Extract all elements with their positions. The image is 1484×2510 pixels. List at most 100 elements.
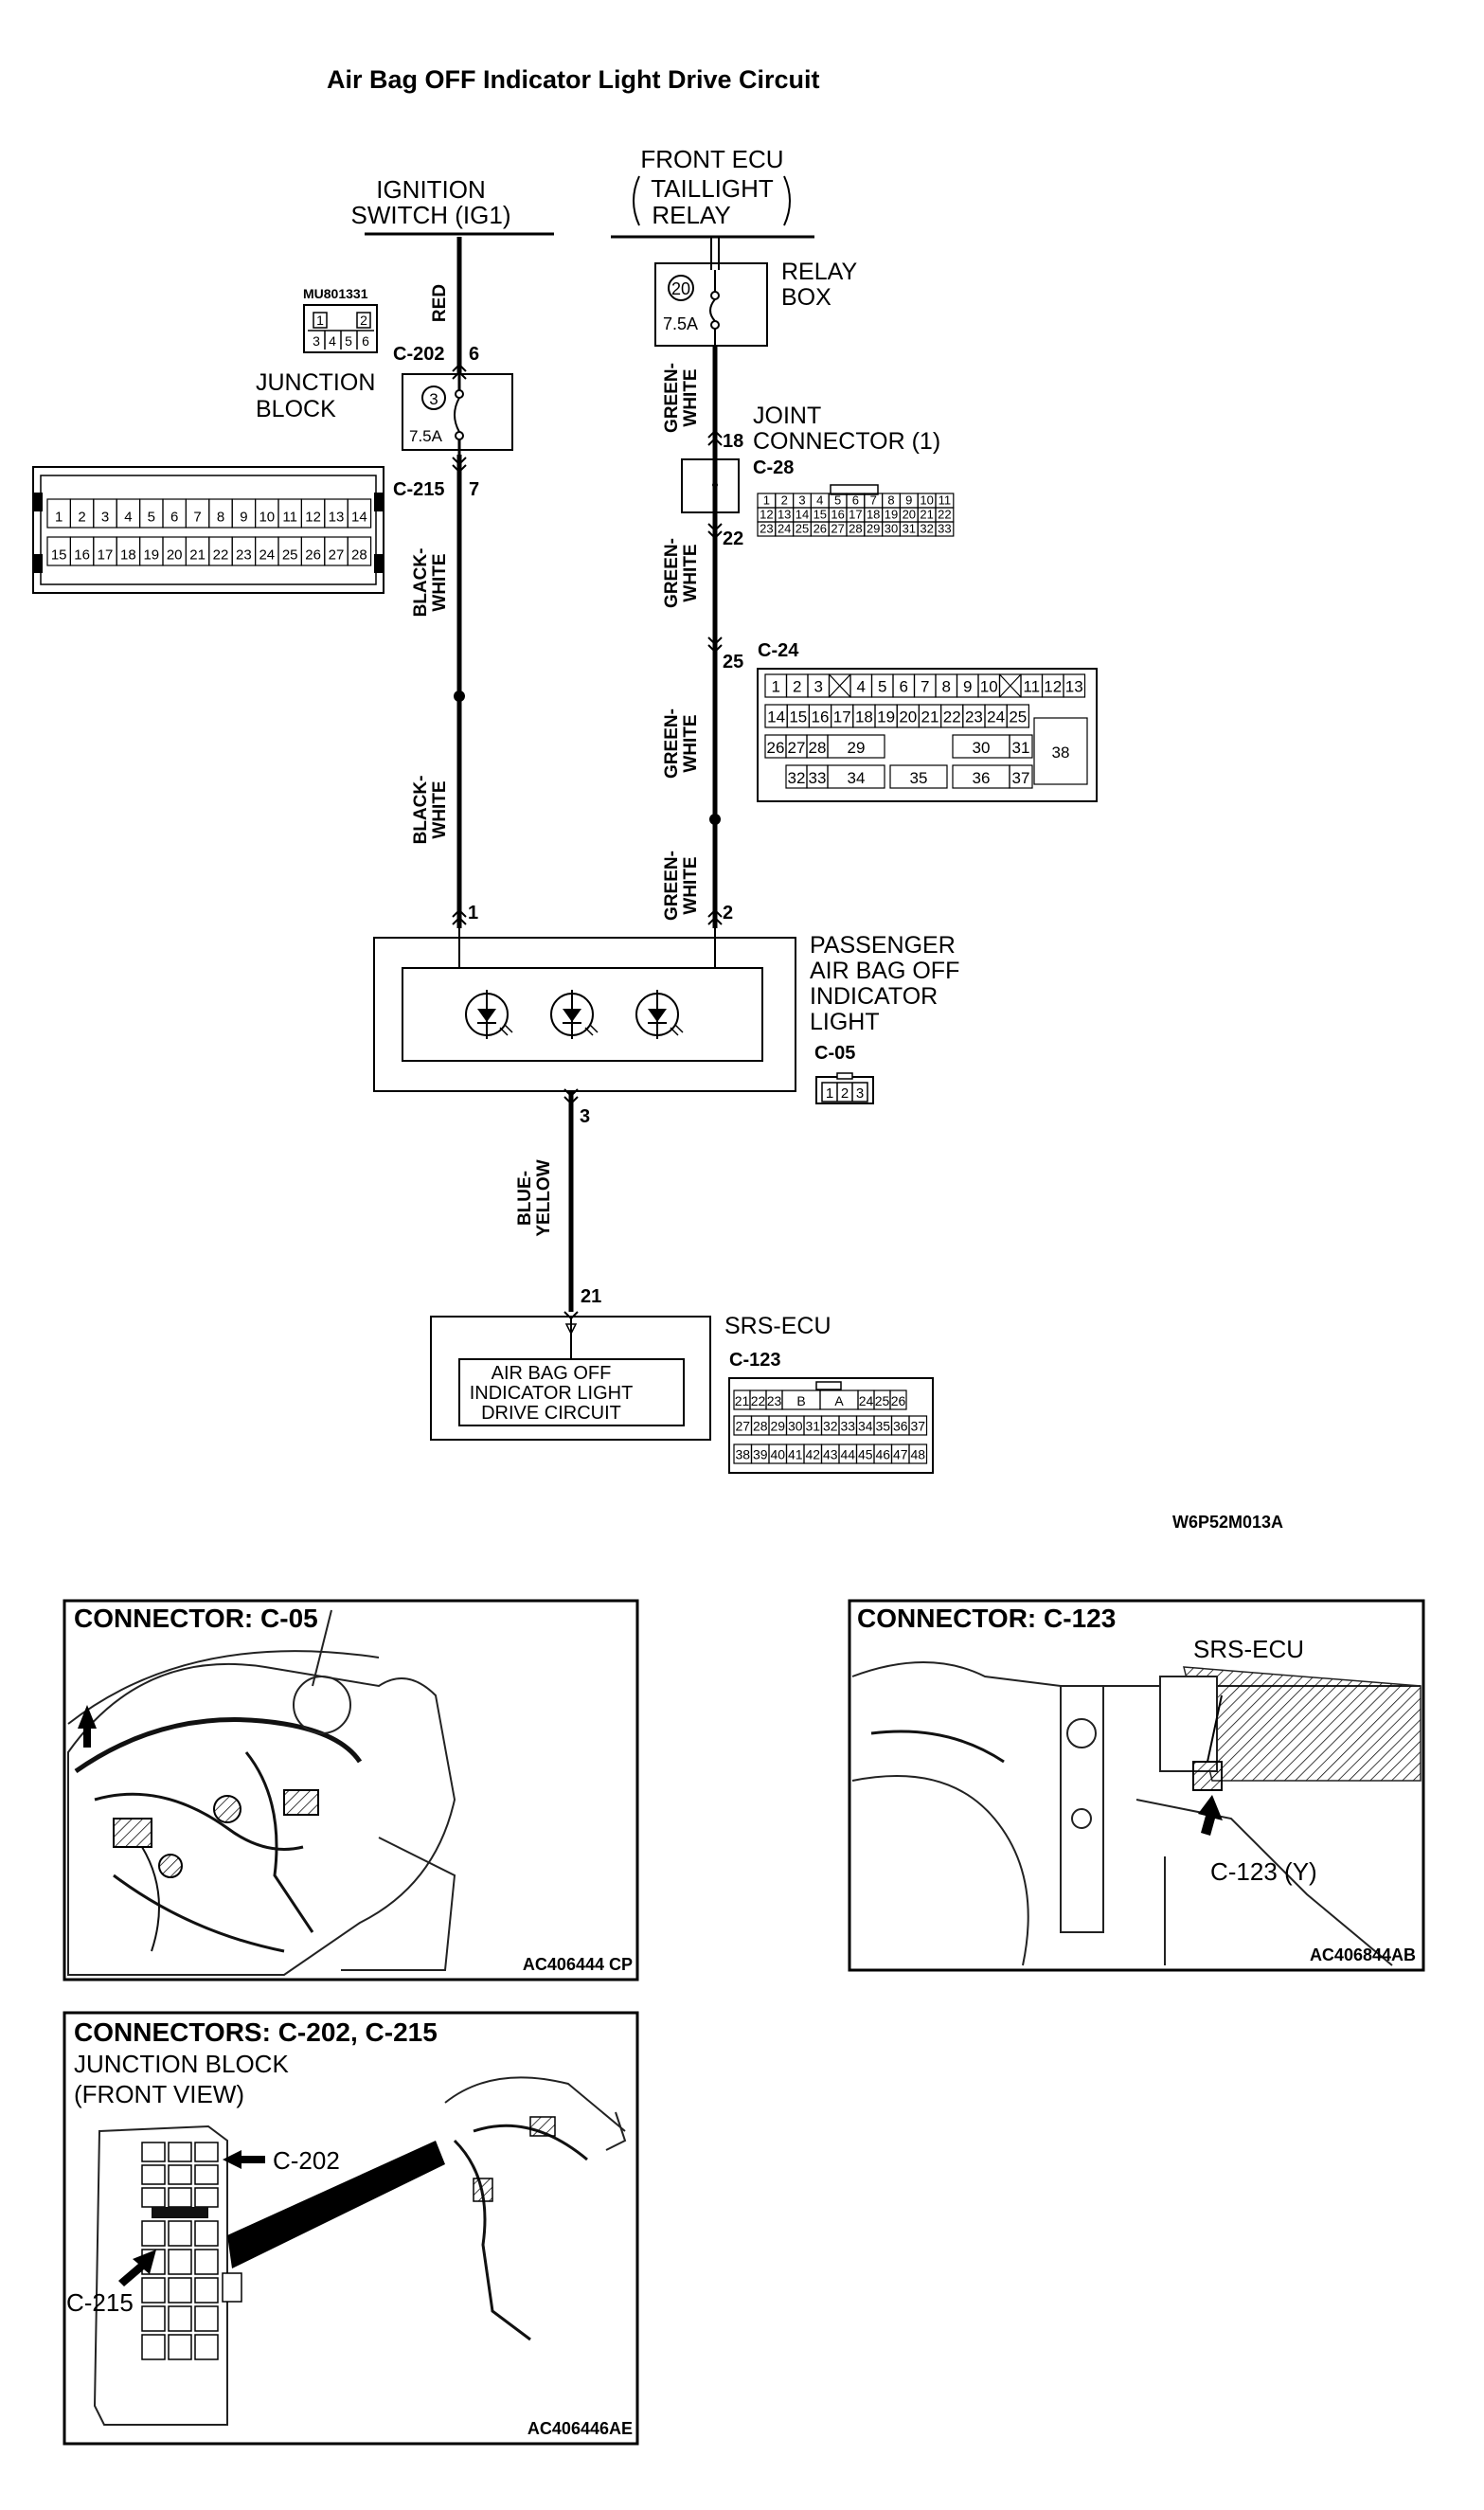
diagram-title: Air Bag OFF Indicator Light Drive Circui… [327,65,820,94]
srs-ecu-label: SRS-ECU [724,1313,831,1339]
c24-pin: 2 [793,678,801,696]
c24-pin: 35 [910,769,928,787]
svg-text:BLACK-: BLACK- [411,776,431,845]
panel3-c215-label: C-215 [66,2288,134,2317]
svg-text:1: 1 [826,1085,833,1102]
c28-pin: 13 [778,508,791,522]
c28-pin: 20 [903,508,916,522]
panel1-title: CONNECTOR: C-05 [74,1604,318,1633]
svg-text:WHITE: WHITE [430,553,450,611]
junction-block: 3 7.5A JUNCTION BLOCK [256,369,513,455]
pl-label-4: LIGHT [810,1009,880,1035]
c123-id: C-123 [729,1350,780,1371]
c24-pin: 22 [943,708,961,726]
c215-pin: 15 [51,547,67,563]
photo-panel-junction: CONNECTORS: C-202, C-215 JUNCTION BLOCK … [63,2011,639,2446]
panel2-arrow-icon [1198,1795,1223,1836]
c28-pin: 27 [831,522,844,536]
c24-pin: 4 [857,678,866,696]
svg-text:6: 6 [362,333,369,349]
pl-label-1: PASSENGER [810,932,956,959]
c05-id: C-05 [814,1043,855,1064]
c24-pin: 27 [788,739,806,757]
c123-pin: 24 [859,1393,874,1408]
wire-black-white-2: BLACK- WHITE [411,776,450,845]
svg-text:WHITE: WHITE [430,780,450,838]
panel2-code: AC406844AB [1310,1945,1416,1964]
c123-cell [908,1415,928,1436]
c202-id: C-202 [393,344,444,365]
c215-pin: 5 [148,509,155,525]
c28-pin: 9 [905,493,912,508]
pl-label-3: INDICATOR [810,983,938,1010]
svg-text:WHITE: WHITE [681,544,701,601]
c215-pin: 10 [259,509,275,525]
jb-label-1: JUNCTION [256,369,375,396]
wire-green-white-1: GREEN- WHITE [662,363,701,433]
c123-pin: 46 [875,1447,890,1462]
c123-pin: A [834,1393,844,1408]
c215-id: C-215 [393,479,444,500]
front-ecu-label-3: RELAY [652,201,730,229]
c28-pin: 23 [760,522,773,536]
c123-pin: 48 [910,1447,925,1462]
relay-fuse-no: 20 [671,279,690,298]
c28-pin: 11 [939,493,952,508]
ignition-label-2: SWITCH (IG1) [351,201,511,229]
c24-pin: 28 [809,739,827,757]
indicator-led-3-icon [635,989,684,1040]
c24-pin: 34 [848,769,866,787]
c24-pin: 15 [789,708,807,726]
c24-pin: 29 [848,739,866,757]
svg-text:GREEN-: GREEN- [662,538,682,608]
svg-text:GREEN-: GREEN- [662,363,682,433]
c123-pin: 40 [770,1447,785,1462]
c123-pin: 38 [735,1447,750,1462]
c215-pin: 4 [124,509,132,525]
c123-pin: 35 [875,1419,890,1434]
c24-pin: 26 [767,739,785,757]
svg-text:WHITE: WHITE [681,368,701,426]
c28-pin: 32 [920,522,933,536]
c28-id: C-28 [753,457,794,478]
c24-cell [1063,673,1086,698]
c123-pin: 43 [823,1447,838,1462]
c215-pin: 8 [217,509,224,525]
c215-pin: 22 [213,547,229,563]
c215-pin: 1 [55,509,63,525]
front-ecu-label-1: FRONT ECU [640,145,783,173]
srs-circuit-2: INDICATOR LIGHT [470,1383,634,1404]
c28-pin: 22 [938,508,951,522]
c24-pin: 30 [973,739,991,757]
ignition-label-1: IGNITION [376,175,486,204]
c24-pin: 24 [987,708,1005,726]
c123-pin: 23 [767,1393,782,1408]
c28-pin: 1 [763,493,770,508]
c215-pin: 27 [329,547,345,563]
c24-pin: 1 [772,678,780,696]
svg-text:GREEN-: GREEN- [662,851,682,921]
front-ecu-label-2: TAILLIGHT [651,174,774,203]
c24-pin: 23 [965,708,983,726]
c202-pin: 6 [469,344,479,365]
c28-pin: 31 [903,522,916,536]
c215-pin: 17 [98,547,114,563]
c215-pin: 18 [120,547,136,563]
panel3-title: CONNECTORS: C-202, C-215 [74,2017,438,2047]
c28-pin: 17 [849,508,862,522]
c28-cell [935,521,955,537]
c24-pin: 11 [1023,678,1040,696]
panel3-sub1: JUNCTION BLOCK [74,2050,289,2078]
c28-pin: 25 [796,522,809,536]
svg-text:2: 2 [360,313,367,328]
c215-pin: 3 [101,509,109,525]
c215-pin: 25 [282,547,298,563]
wire-black-white-1: BLACK- WHITE [411,548,450,618]
panel3-sub2: (FRONT VIEW) [74,2080,244,2108]
svg-text:1: 1 [316,313,324,328]
c123-cell [908,1443,928,1464]
c28-pin: 3 [798,493,805,508]
c24-pin: 6 [900,678,908,696]
pl-label-2: AIR BAG OFF [810,958,959,984]
